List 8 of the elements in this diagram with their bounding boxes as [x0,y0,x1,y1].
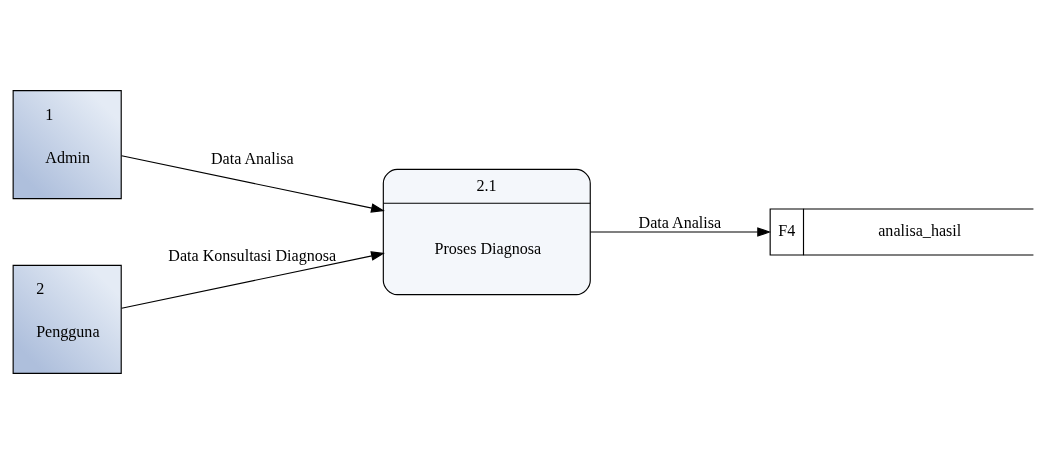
arrow [121,251,385,309]
arrow [121,155,385,213]
arrow [589,227,772,237]
edge-label: Data Analisa [210,150,294,168]
edge-label: Data Konsultasi Diagnosa [168,246,337,264]
node-box: 2 Pengguna [12,264,122,374]
node-box: 1 Admin [12,90,122,200]
edge-label: Data Analisa [638,213,722,231]
